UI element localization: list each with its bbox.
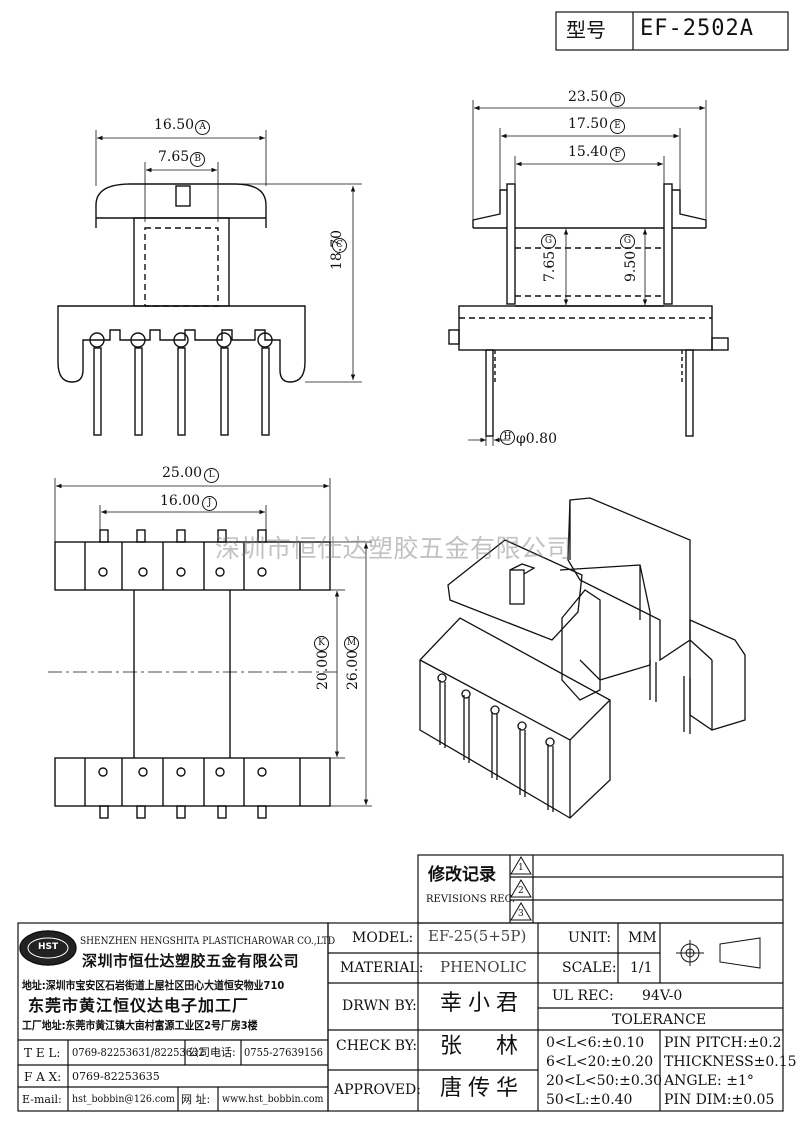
- angle: ANGLE: ±1°: [664, 1073, 754, 1089]
- bottom-view: [48, 478, 372, 819]
- spec-drawn-label: DRWN BY:: [342, 998, 417, 1014]
- tol-2: 6<L<20:±0.20: [546, 1054, 654, 1070]
- tolerance-label: TOLERANCE: [612, 1012, 707, 1028]
- dim-g1-tag: G: [541, 234, 556, 249]
- spec-approved-value: 唐传华: [440, 1076, 525, 1101]
- tol-1: 0<L<6:±0.10: [546, 1035, 645, 1051]
- factory-address: 工厂地址:东莞市黄江镇大亩村富源工业区2号厂房3楼: [22, 1019, 258, 1032]
- dim-g2-tag: G: [620, 234, 635, 249]
- dim-d-tag: D: [610, 92, 626, 107]
- company-name-cn: 深圳市恒仕达塑胶五金有限公司: [82, 952, 300, 970]
- spec-model-label: MODEL:: [352, 930, 414, 946]
- email-value[interactable]: hst_bobbin@126.com: [72, 1093, 175, 1105]
- pin-pitch: PIN PITCH:±0.2: [664, 1035, 782, 1051]
- dim-e-tag: E: [610, 119, 626, 134]
- company-name-en: SHENZHEN HENGSHITA PLASTICHAROWAR CO.,LT…: [80, 935, 336, 947]
- dim-h-value: φ0.80: [516, 431, 557, 447]
- spec-scale-value: 1/1: [630, 960, 653, 976]
- front-view: [57, 130, 362, 436]
- dim-b-tag: B: [190, 152, 206, 167]
- dim-f-tag: F: [610, 147, 626, 162]
- dim-c-tag: C: [332, 238, 347, 253]
- spec-ul-label: UL REC:: [552, 988, 614, 1004]
- dim-k-value: 20.00: [315, 649, 331, 690]
- web-label: 网 址:: [181, 1093, 211, 1106]
- dim-g1-value: 7.65: [542, 250, 558, 282]
- tol-4: 50<L:±0.40: [546, 1092, 633, 1108]
- logo-text: HST: [38, 942, 59, 952]
- spec-material-label: MATERIAL:: [340, 960, 424, 976]
- revision-2: 2: [518, 886, 524, 896]
- fax-value: 0769-82253635: [72, 1070, 160, 1083]
- dim-l-tag: L: [204, 468, 220, 483]
- isometric-view: [419, 497, 746, 819]
- dim-m-value: 26.00: [345, 649, 361, 690]
- fax-label: F A X:: [24, 1070, 62, 1084]
- company-address: 地址:深圳市宝安区石岩街道上屋社区田心大道恒安物业710: [22, 979, 285, 992]
- title-block-lines: [17, 11, 789, 1112]
- spec-drawn-value: 幸小君: [440, 991, 525, 1016]
- tel-label: T E L:: [24, 1046, 61, 1060]
- tol-3: 20<L<50:±0.30: [546, 1073, 663, 1089]
- spec-scale-label: SCALE:: [562, 960, 617, 976]
- hst-logo-icon: [19, 930, 77, 966]
- spec-ul-value: 94V-0: [642, 988, 683, 1004]
- spec-approved-label: APPROVED:: [334, 1082, 421, 1098]
- dim-j-tag: J: [202, 496, 218, 511]
- spec-unit-value: MM: [628, 930, 657, 946]
- dim-k-tag: K: [314, 636, 329, 651]
- revision-3: 3: [518, 909, 524, 919]
- thickness: THICKNESS±0.15: [664, 1054, 797, 1070]
- company-phone-label: 公司电话:: [188, 1046, 236, 1059]
- company-phone: 0755-27639156: [244, 1046, 323, 1059]
- revisions-label-cn: 修改记录: [428, 865, 496, 885]
- revision-triangles: [510, 856, 532, 921]
- spec-material-value: PHENOLIC: [440, 958, 527, 976]
- email-label: E-mail:: [22, 1093, 62, 1106]
- dim-g2-value: 9.50: [623, 250, 639, 282]
- revisions-label-en: REVISIONS REC.: [426, 894, 516, 905]
- model-label: 型号: [566, 18, 606, 42]
- projection-symbol-icon: [676, 937, 761, 969]
- spec-check-value: 张 林: [440, 1034, 525, 1059]
- factory-name: 东莞市黄江恒仪达电子加工厂: [28, 996, 250, 1015]
- dim-m-tag: M: [344, 636, 359, 651]
- pin-dim: PIN DIM:±0.05: [664, 1092, 775, 1108]
- spec-model-value: EF-25(5+5P): [428, 927, 527, 945]
- dim-a-tag: A: [195, 120, 211, 135]
- spec-check-label: CHECK BY:: [336, 1038, 418, 1054]
- watermark: 深圳市恒仕达塑胶五金有限公司: [215, 534, 573, 563]
- dim-h-tag: H: [500, 430, 515, 445]
- spec-unit-label: UNIT:: [568, 930, 612, 946]
- model-number: EF-2502A: [640, 16, 754, 41]
- web-value[interactable]: www.hst_bobbin.com: [222, 1093, 324, 1105]
- revision-1: 1: [518, 863, 524, 873]
- tel-value: 0769-82253631/82253632: [72, 1046, 205, 1059]
